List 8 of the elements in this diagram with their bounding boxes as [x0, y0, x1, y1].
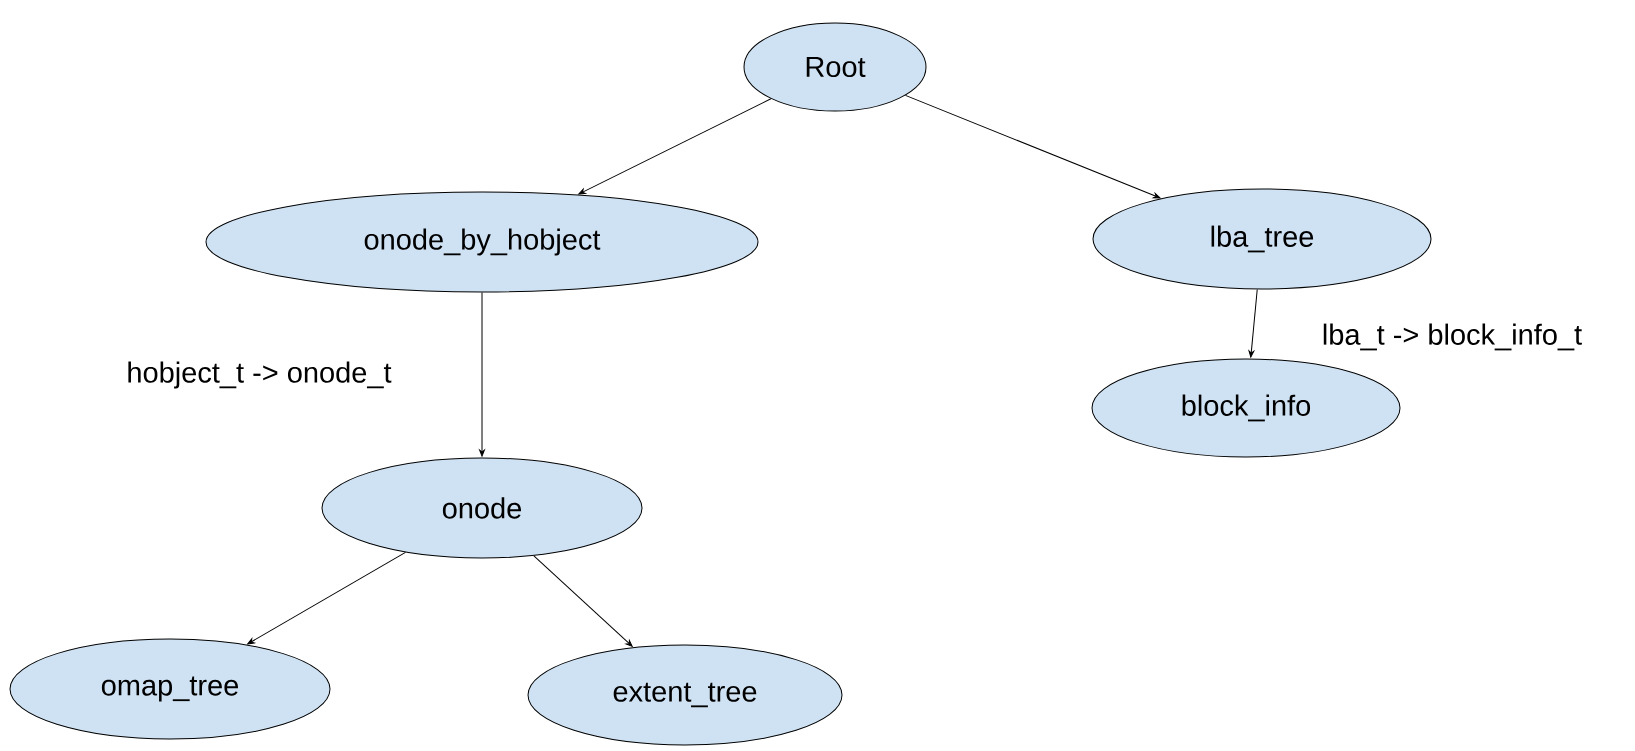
- edge-label: hobject_t -> onode_t: [124, 359, 394, 391]
- arrow: [247, 551, 406, 645]
- arrow: [479, 292, 485, 457]
- arrow: [1248, 288, 1258, 358]
- edge-label: lba_t -> block_info_t: [1319, 321, 1585, 353]
- arrow: [904, 94, 1161, 199]
- arrow: [533, 555, 633, 647]
- arrow: [578, 98, 772, 195]
